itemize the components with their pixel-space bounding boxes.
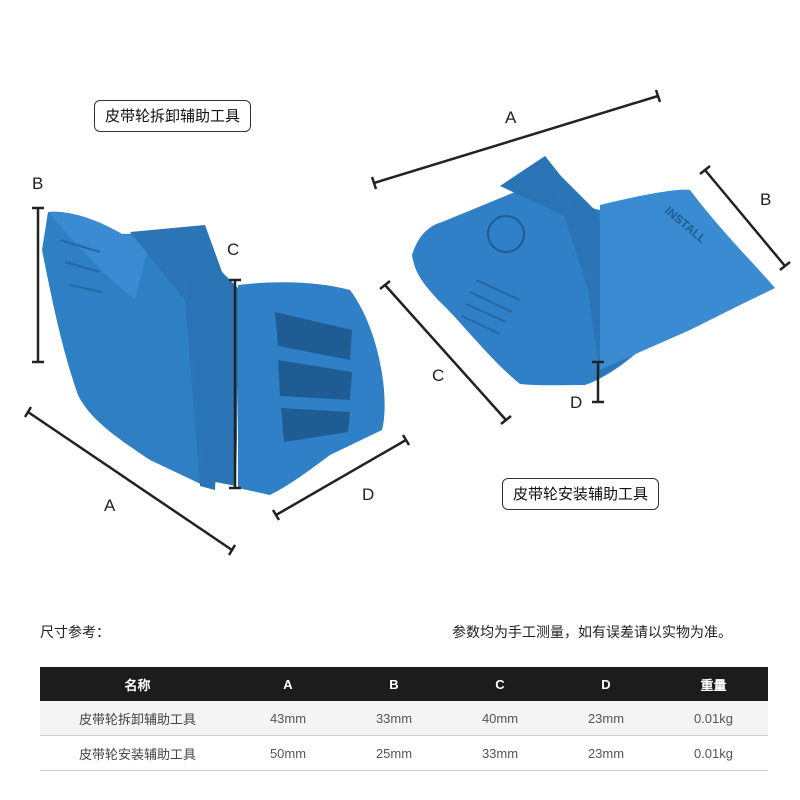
cell-d: 23mm: [553, 735, 659, 771]
header-d: D: [553, 667, 659, 701]
dim-label-b-right: B: [760, 190, 772, 209]
header-c: C: [447, 667, 553, 701]
removal-dimension-lines: [23, 206, 411, 556]
table-row: 皮带轮安装辅助工具 50mm 25mm 33mm 23mm 0.01kg: [40, 735, 768, 771]
size-reference-label: 尺寸参考：: [40, 625, 110, 641]
dim-label-c-left: C: [227, 240, 240, 259]
dim-label-d-left: D: [362, 485, 375, 504]
dim-label-d-right: D: [570, 393, 583, 412]
header-b: B: [341, 667, 447, 701]
table-row: 皮带轮拆卸辅助工具 43mm 33mm 40mm 23mm 0.01kg: [40, 701, 768, 736]
cell-a: 43mm: [235, 701, 341, 736]
cell-b: 33mm: [341, 701, 447, 736]
cell-weight: 0.01kg: [659, 735, 768, 771]
removal-tool-illustration: [42, 211, 385, 495]
cell-name: 皮带轮安装辅助工具: [40, 735, 235, 771]
cell-a: 50mm: [235, 735, 341, 771]
measurement-disclaimer: 参数均为手工测量，如有误差请以实物为准。: [452, 625, 732, 641]
cell-c: 40mm: [447, 701, 553, 736]
install-tool-tag: 皮带轮安装辅助工具: [502, 478, 660, 510]
install-tool-illustration: INSTALL: [412, 156, 775, 386]
product-photo: INSTALL: [23, 89, 791, 556]
header-name: 名称: [40, 667, 235, 701]
header-a: A: [235, 667, 341, 701]
cell-c: 33mm: [447, 735, 553, 771]
removal-tool-tag: 皮带轮拆卸辅助工具: [94, 100, 252, 132]
cell-b: 25mm: [341, 735, 447, 771]
cell-name: 皮带轮拆卸辅助工具: [40, 701, 235, 736]
header-weight: 重量: [659, 667, 768, 701]
dim-label-c-right: C: [432, 366, 445, 385]
dim-label-a-left: A: [104, 496, 116, 515]
table-header-row: 名称 A B C D 重量: [40, 667, 768, 701]
dim-label-a-right: A: [505, 108, 517, 127]
spec-table: 名称 A B C D 重量 皮带轮拆卸辅助工具 43mm 33mm 40mm 2…: [40, 667, 768, 771]
cell-d: 23mm: [553, 701, 659, 736]
install-dimension-lines: [370, 89, 791, 425]
dim-label-b-left: B: [32, 174, 44, 193]
cell-weight: 0.01kg: [659, 701, 768, 736]
